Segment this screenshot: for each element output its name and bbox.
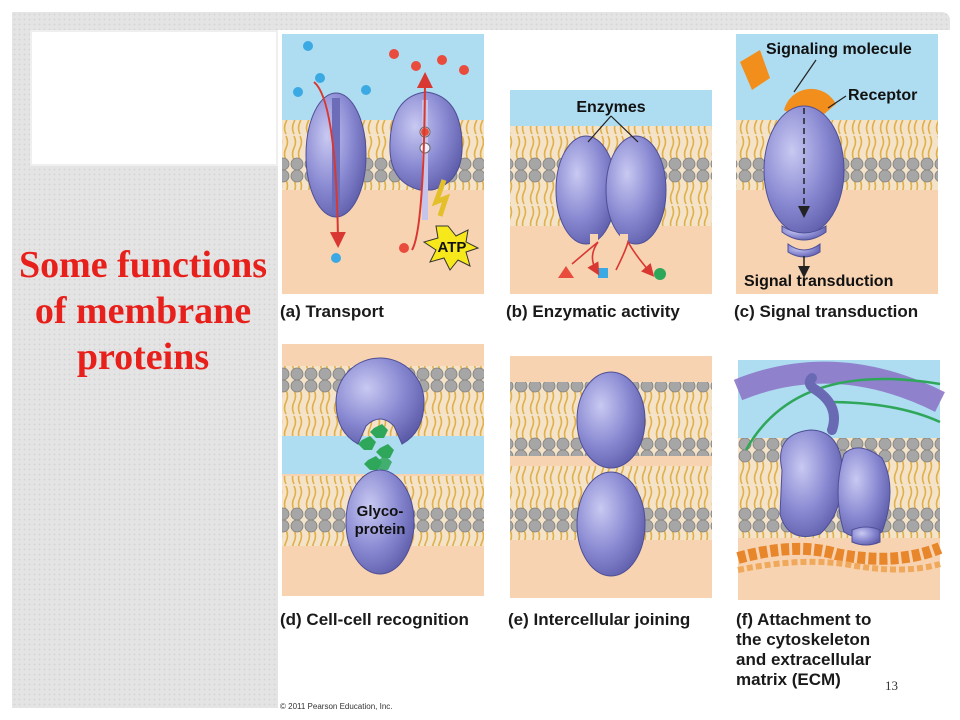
ecm-fiber	[733, 361, 945, 412]
red-solutes	[389, 49, 469, 253]
panel-c-signal-transduction: Signaling molecule Receptor Signal trans…	[736, 34, 938, 294]
top-strip-background	[274, 12, 950, 30]
integrin-protein-right	[837, 447, 891, 539]
activated-relay-protein	[787, 243, 821, 258]
intermediate-square	[598, 268, 608, 278]
page-number: 13	[885, 678, 898, 693]
panel-d-cell-cell-recognition: Glyco- protein	[282, 344, 484, 596]
panel-f-attachment	[733, 360, 945, 600]
copyright-notice: © 2011 Pearson Education, Inc.	[280, 702, 393, 711]
panel-b-enzymatic-activity: Enzymes	[510, 90, 712, 294]
enzymes-label: Enzymes	[576, 99, 645, 116]
caption-a: (a) Transport	[280, 302, 384, 321]
caption-d: (d) Cell-cell recognition	[280, 610, 469, 629]
receptor-label: Receptor	[848, 87, 917, 104]
signal-transduction-label: Signal transduction	[744, 273, 893, 290]
caption-b: (b) Enzymatic activity	[506, 302, 680, 321]
glycoprotein-label-line1: Glyco-	[357, 503, 404, 520]
panel-e-intercellular-joining	[510, 356, 712, 598]
caption-e: (e) Intercellular joining	[508, 610, 691, 629]
carbohydrate-chain	[358, 424, 394, 470]
product-circle	[654, 268, 666, 280]
glycoprotein	[345, 469, 415, 575]
blue-solutes	[293, 41, 371, 263]
atp-burst-icon	[422, 225, 480, 271]
junction-protein-top	[576, 371, 646, 469]
signaling-molecule-label: Signaling molecule	[766, 41, 912, 58]
substrate-triangle	[558, 266, 574, 278]
title-placeholder-box	[30, 30, 278, 166]
membrane-proteins-figure: ATP Enzymes	[276, 30, 956, 720]
glycoprotein-label-line2: protein	[355, 521, 406, 538]
junction-protein-bottom	[576, 471, 646, 577]
caption-c: (c) Signal transduction	[734, 302, 919, 321]
atp-label: ATP	[438, 239, 467, 256]
caption-f: (f) Attachment to the cytoskeleton and e…	[736, 610, 872, 689]
transport-channel	[422, 100, 428, 220]
microfilament-cytoskeleton	[736, 542, 943, 565]
panel-a-transport: ATP	[282, 34, 484, 294]
figure-svg: ATP Enzymes	[282, 34, 945, 600]
slide-title: Some functions of membrane proteins	[18, 244, 268, 378]
signaling-molecule-icon	[740, 50, 770, 90]
